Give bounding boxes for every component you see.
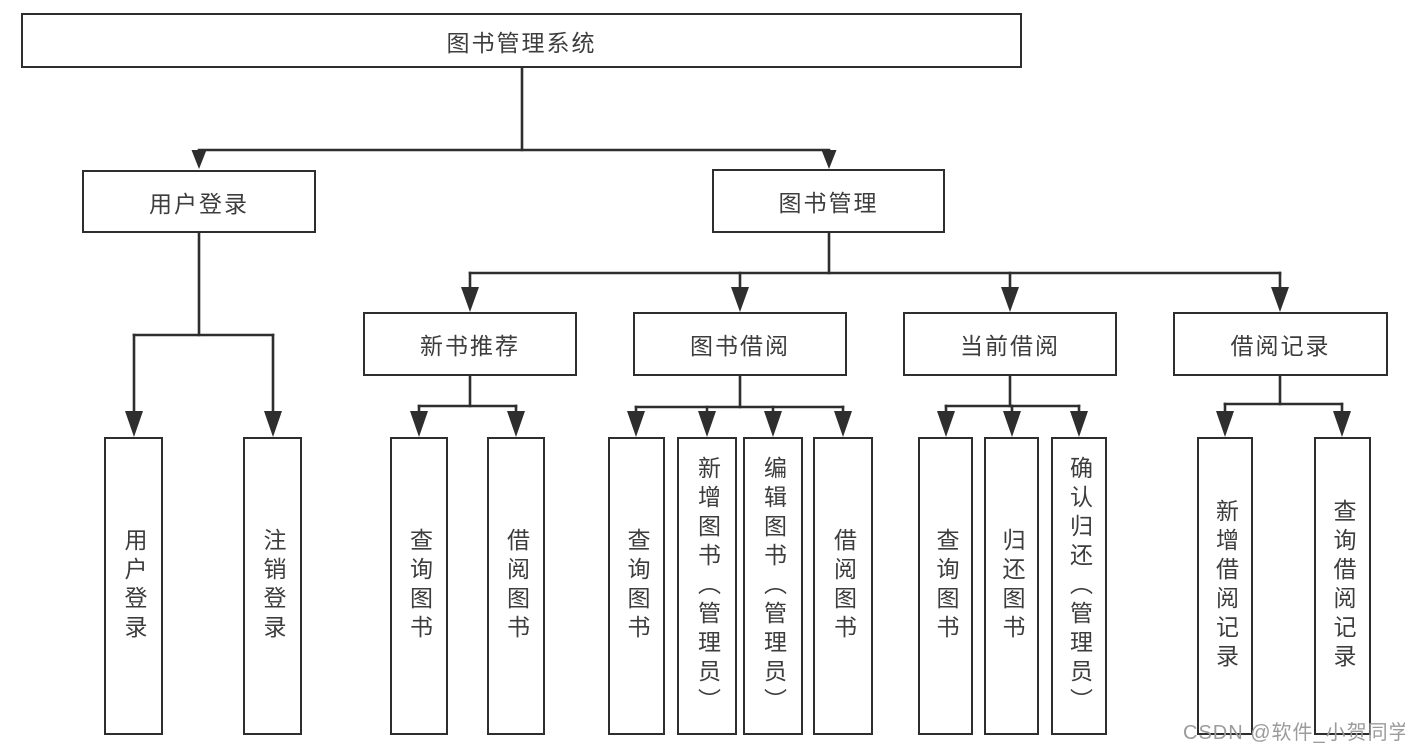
leaf-query-borrow-record: 查询借阅记录 bbox=[1314, 437, 1371, 735]
connector-user-login bbox=[125, 231, 282, 437]
leaf-query-books-borrow: 查询图书 bbox=[608, 437, 665, 735]
node-book-mgmt: 图书管理 bbox=[712, 169, 945, 233]
leaf-add-borrow-record: 新增借阅记录 bbox=[1197, 437, 1253, 735]
connector-book-mgmt bbox=[461, 231, 1289, 312]
connector-root bbox=[191, 66, 837, 169]
connector-book-borrow bbox=[627, 374, 852, 437]
leaf-user-login: 用户登录 bbox=[104, 437, 163, 735]
leaf-add-books-admin: 新增图书（管理员） bbox=[677, 437, 737, 735]
leaf-query-books-current: 查询图书 bbox=[918, 437, 973, 735]
leaf-borrow-books-recommend: 借阅图书 bbox=[487, 437, 545, 735]
leaf-logout: 注销登录 bbox=[243, 437, 302, 735]
node-current-borrow: 当前借阅 bbox=[903, 312, 1117, 376]
node-book-borrow: 图书借阅 bbox=[633, 312, 847, 376]
node-borrow-records: 借阅记录 bbox=[1173, 312, 1388, 376]
leaf-return-books: 归还图书 bbox=[984, 437, 1039, 735]
node-user-login: 用户登录 bbox=[82, 170, 316, 233]
leaf-confirm-return-admin: 确认归还（管理员） bbox=[1051, 437, 1107, 735]
leaf-query-books-recommend: 查询图书 bbox=[390, 437, 448, 735]
connector-new-book bbox=[410, 374, 525, 437]
leaf-borrow-books: 借阅图书 bbox=[813, 437, 873, 735]
node-new-book-recommend: 新书推荐 bbox=[363, 312, 577, 376]
csdn-watermark: CSDN @软件_小贺同学 bbox=[1183, 722, 1405, 744]
connector-borrow-records bbox=[1216, 374, 1351, 437]
connector-current-borrow bbox=[937, 374, 1088, 437]
leaf-edit-books-admin: 编辑图书（管理员） bbox=[743, 437, 803, 735]
node-root: 图书管理系统 bbox=[21, 13, 1022, 68]
